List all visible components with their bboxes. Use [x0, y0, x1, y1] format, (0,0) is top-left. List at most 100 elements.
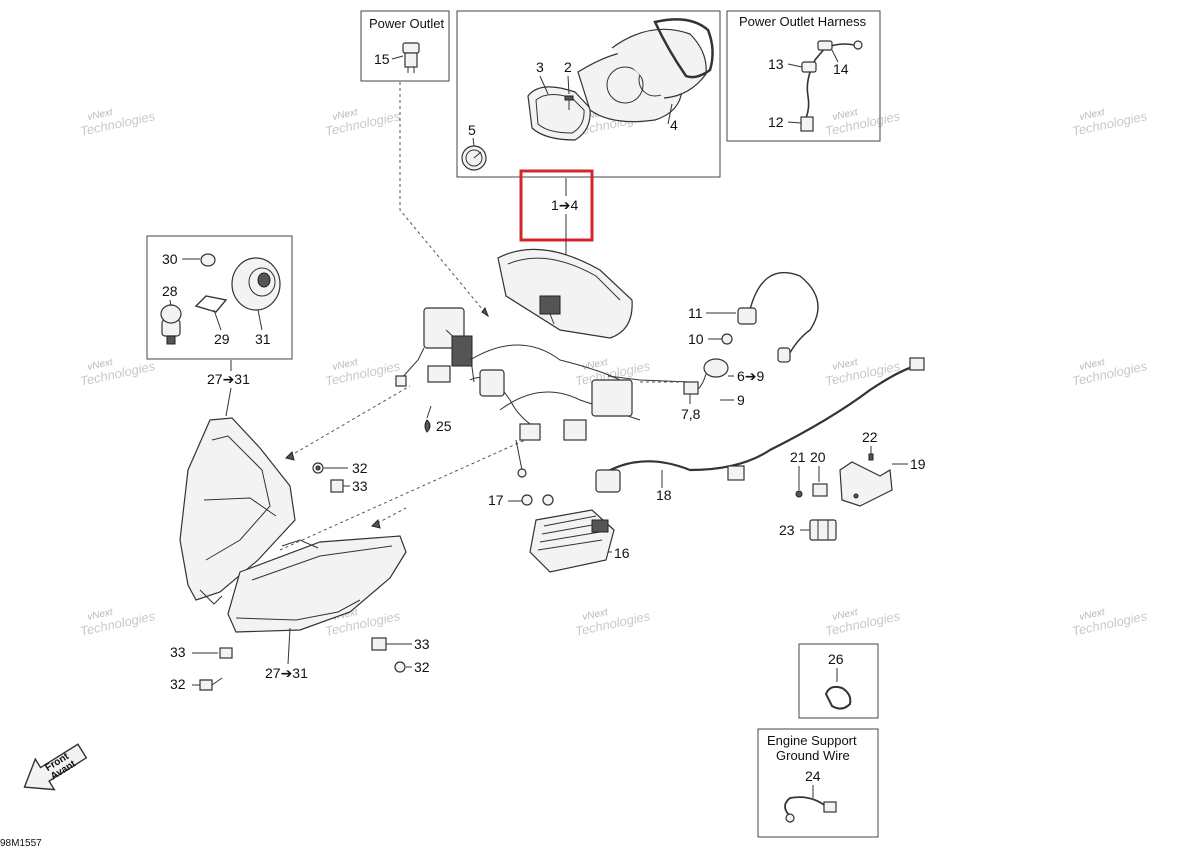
engine-support-ground-wire-box: Engine Support Ground Wire 24	[757, 728, 879, 838]
nut-32-part[interactable]	[312, 462, 324, 474]
callout-26[interactable]: 26	[828, 651, 844, 667]
engine-support-title-line2: Ground Wire	[776, 748, 850, 763]
harness-18-part[interactable]	[595, 357, 925, 493]
callout-17[interactable]: 17	[488, 492, 504, 508]
callout-2[interactable]: 2	[564, 59, 572, 75]
callout-5[interactable]: 5	[468, 122, 476, 138]
grommet-26-part[interactable]	[824, 685, 852, 710]
screw-32-b-part[interactable]	[199, 677, 223, 691]
svg-text:vNext: vNext	[86, 357, 114, 373]
callout-13[interactable]: 13	[768, 56, 784, 72]
callout-29[interactable]: 29	[214, 331, 230, 347]
headlight-bulb-box: 30 28 29 31	[146, 235, 293, 360]
power-outlet-title: Power Outlet	[369, 16, 445, 31]
front-direction-arrow: Front Avant	[23, 743, 88, 791]
leader-power-outlet	[399, 82, 489, 317]
callout-4[interactable]: 4	[670, 117, 678, 133]
nut-17-part[interactable]	[521, 494, 554, 506]
callout-24[interactable]: 24	[805, 768, 821, 784]
watermark: vNext Technologies	[79, 357, 157, 389]
svg-text:vNext: vNext	[86, 607, 114, 623]
screw-22-part[interactable]	[868, 453, 874, 461]
svg-text:vNext: vNext	[581, 357, 609, 373]
seal-part[interactable]	[653, 18, 714, 79]
callout-10[interactable]: 10	[688, 331, 704, 347]
leader-arrowhead	[285, 451, 295, 461]
watermark: vNext Technologies	[1071, 607, 1149, 639]
callout-20[interactable]: 20	[810, 449, 826, 465]
harness-part[interactable]	[800, 40, 863, 132]
callout-25[interactable]: 25	[436, 418, 452, 434]
fuse-25-part[interactable]	[424, 419, 431, 433]
svg-text:vNext: vNext	[1078, 107, 1106, 123]
watermark: vNext Technologies	[79, 607, 157, 639]
watermark: vNext Technologies	[324, 107, 402, 139]
callout-33-c[interactable]: 33	[414, 636, 430, 652]
leader-arrowhead	[371, 519, 381, 529]
watermark: vNext Technologies	[824, 607, 902, 639]
callout-33-a[interactable]: 33	[352, 478, 368, 494]
gauge-part[interactable]	[461, 145, 487, 171]
callout-1-4[interactable]: 1➔4	[551, 197, 579, 213]
callout-3[interactable]: 3	[536, 59, 544, 75]
svg-text:vNext: vNext	[831, 357, 859, 373]
callout-22[interactable]: 22	[862, 429, 878, 445]
power-outlet-harness-title: Power Outlet Harness	[739, 14, 867, 29]
callout-28[interactable]: 28	[162, 283, 178, 299]
clip-33-c-part[interactable]	[371, 637, 387, 651]
callout-21[interactable]: 21	[790, 449, 806, 465]
wiring-harness-part[interactable]	[395, 307, 691, 478]
bulb-30-part[interactable]	[200, 253, 216, 267]
callout-7-8[interactable]: 7,8	[681, 406, 701, 422]
callout-30[interactable]: 30	[162, 251, 178, 267]
callout-27-31-top[interactable]: 27➔31	[207, 371, 250, 387]
ground-wire-24-part[interactable]	[784, 796, 837, 823]
switch-6-9-part[interactable]	[683, 358, 729, 395]
svg-text:vNext: vNext	[86, 107, 114, 123]
callout-32-a[interactable]: 32	[352, 460, 368, 476]
drawing-code: 98M1557	[0, 838, 42, 848]
leader-27-31-top-b	[225, 387, 232, 417]
tether-11-part[interactable]	[737, 271, 819, 363]
instrument-cluster-part[interactable]	[497, 248, 633, 339]
callout-11[interactable]: 11	[688, 305, 703, 321]
regulator-part[interactable]	[529, 509, 615, 573]
cover-31-part[interactable]	[231, 257, 281, 311]
highlight-callout-1-4[interactable]: 1➔4	[519, 169, 594, 242]
leader-arrowhead	[481, 306, 490, 318]
callout-32-c[interactable]: 32	[414, 659, 430, 675]
callout-27-31-bottom[interactable]: 27➔31	[265, 665, 308, 681]
callout-31[interactable]: 31	[255, 331, 271, 347]
screw-21-part[interactable]	[795, 490, 803, 498]
clip-29-part[interactable]	[194, 295, 228, 313]
callout-19[interactable]: 19	[910, 456, 926, 472]
callout-18[interactable]: 18	[656, 487, 672, 503]
connector-23-part[interactable]	[809, 519, 837, 541]
callout-14[interactable]: 14	[833, 61, 849, 77]
clip-33-b-part[interactable]	[219, 647, 233, 659]
callout-9[interactable]: 9	[737, 392, 745, 408]
callout-16[interactable]: 16	[614, 545, 630, 561]
clip-20-part[interactable]	[812, 483, 828, 497]
gauge-cluster-part[interactable]	[577, 28, 707, 123]
power-outlet-part[interactable]	[402, 42, 420, 73]
callout-12[interactable]: 12	[768, 114, 784, 130]
screw-part[interactable]	[564, 95, 574, 110]
watermark: vNext Technologies	[574, 607, 652, 639]
clip-33-part[interactable]	[330, 479, 344, 493]
gauge-bezel-part[interactable]	[527, 86, 591, 141]
screw-32-c-part[interactable]	[394, 661, 406, 673]
callout-33-b[interactable]: 33	[170, 644, 186, 660]
leader-lens	[279, 439, 526, 551]
callout-15[interactable]: 15	[374, 51, 390, 67]
watermark: vNext Technologies	[324, 357, 402, 389]
bracket-19-part[interactable]	[839, 461, 893, 507]
callout-23[interactable]: 23	[779, 522, 795, 538]
svg-text:vNext: vNext	[1078, 607, 1106, 623]
callout-6-9[interactable]: 6➔9	[737, 368, 765, 384]
bulb-28-part[interactable]	[160, 304, 182, 345]
headlight-lens-part[interactable]	[227, 535, 407, 633]
washer-10-part[interactable]	[721, 333, 733, 345]
callout-32-b[interactable]: 32	[170, 676, 186, 692]
